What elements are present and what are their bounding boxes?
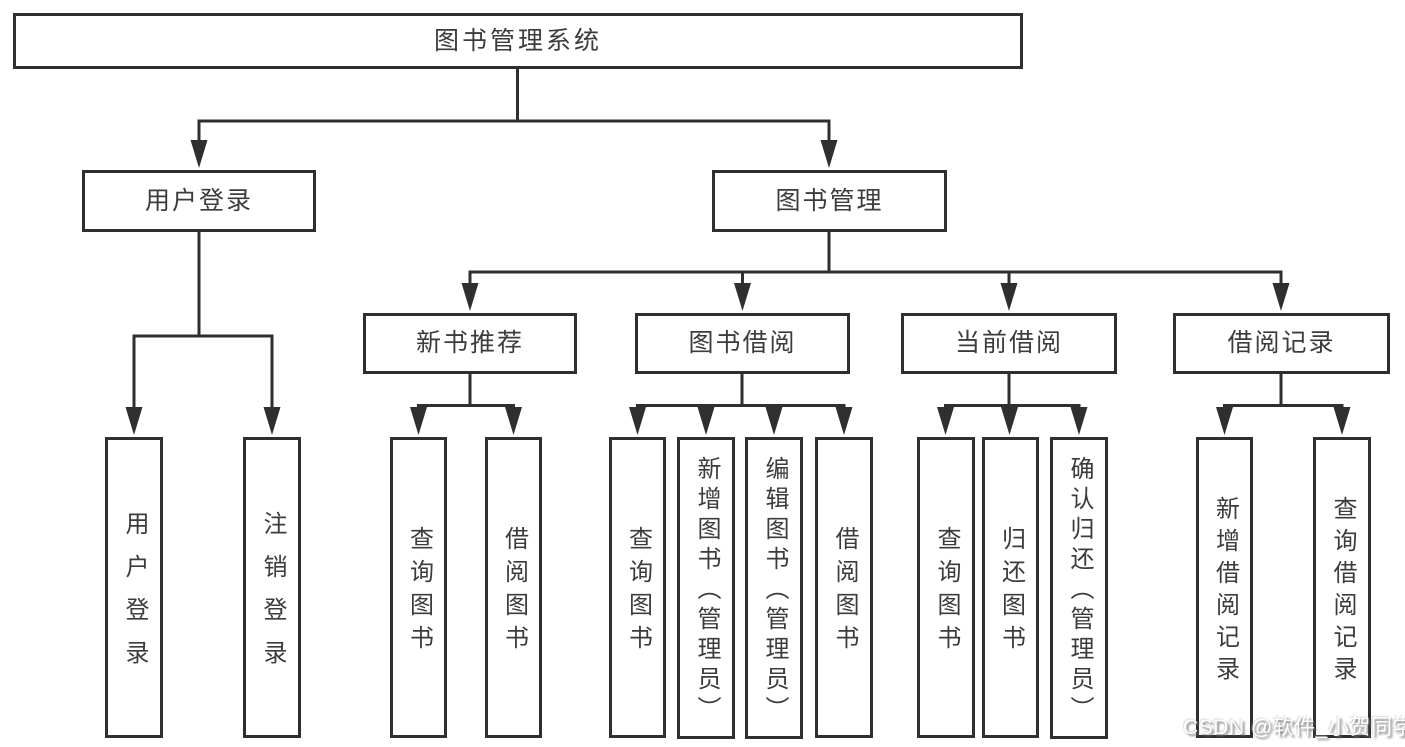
node-user-login: 用户登录 xyxy=(82,170,316,232)
node-new-book-recommend: 新书推荐 xyxy=(363,313,577,374)
connector-current-borrow xyxy=(937,372,1088,435)
node-library-management-system: 图书管理系统 xyxy=(13,13,1023,69)
leaf-label: 新增图书（管理员） xyxy=(693,456,720,726)
leaf-confirm-return-admin: 确认归还（管理员） xyxy=(1050,437,1108,739)
connector-new-book-recommend xyxy=(410,372,522,435)
connector-book-management xyxy=(461,230,1290,311)
node-label: 借阅记录 xyxy=(1227,329,1336,357)
leaf-user-login: 用户登录 xyxy=(105,437,163,738)
leaf-label: 查询借阅记录 xyxy=(1329,495,1356,688)
leaf-query-books-recommend: 查询图书 xyxy=(390,437,447,738)
leaf-label: 归还图书 xyxy=(997,526,1025,658)
leaf-borrow-books-recommend: 借阅图书 xyxy=(485,437,542,738)
leaf-label: 借阅图书 xyxy=(500,526,528,658)
leaf-label: 查询图书 xyxy=(933,526,960,658)
node-book-borrow: 图书借阅 xyxy=(635,313,850,374)
watermark: CSDN @软件_小贺同学 xyxy=(1183,716,1405,739)
leaf-label: 新增借阅记录 xyxy=(1211,495,1239,688)
leaf-label: 编辑图书（管理员） xyxy=(761,456,788,726)
node-current-borrow: 当前借阅 xyxy=(901,313,1117,374)
connector-book-borrow xyxy=(629,372,853,435)
leaf-add-borrow-record: 新增借阅记录 xyxy=(1196,437,1253,738)
leaf-edit-books-admin: 编辑图书（管理员） xyxy=(745,437,803,739)
node-label: 图书借阅 xyxy=(688,329,797,357)
leaf-label: 确认归还（管理员） xyxy=(1066,456,1093,726)
node-borrow-records: 借阅记录 xyxy=(1173,313,1390,374)
leaf-logout-login: 注销登录 xyxy=(243,437,301,738)
node-label: 图书管理 xyxy=(775,186,884,215)
node-label: 当前借阅 xyxy=(954,329,1063,357)
leaf-query-books-borrow: 查询图书 xyxy=(609,437,666,738)
leaf-label: 用户登录 xyxy=(121,511,148,683)
node-label: 新书推荐 xyxy=(415,329,524,357)
leaf-label: 借阅图书 xyxy=(831,526,858,658)
leaf-return-books: 归还图书 xyxy=(982,437,1039,738)
connector-root xyxy=(190,67,838,168)
connector-user-login xyxy=(125,230,281,435)
node-book-management: 图书管理 xyxy=(712,170,947,232)
node-label: 图书管理系统 xyxy=(433,26,602,55)
leaf-borrow-books: 借阅图书 xyxy=(815,437,873,738)
leaf-label: 查询图书 xyxy=(624,526,652,658)
connector-borrow-records xyxy=(1216,372,1351,435)
leaf-add-books-admin: 新增图书（管理员） xyxy=(677,437,735,739)
leaf-label: 注销登录 xyxy=(259,511,286,683)
node-label: 用户登录 xyxy=(144,186,253,215)
leaf-query-books-current: 查询图书 xyxy=(917,437,975,738)
leaf-query-borrow-record: 查询借阅记录 xyxy=(1313,437,1371,738)
leaf-label: 查询图书 xyxy=(405,526,433,658)
